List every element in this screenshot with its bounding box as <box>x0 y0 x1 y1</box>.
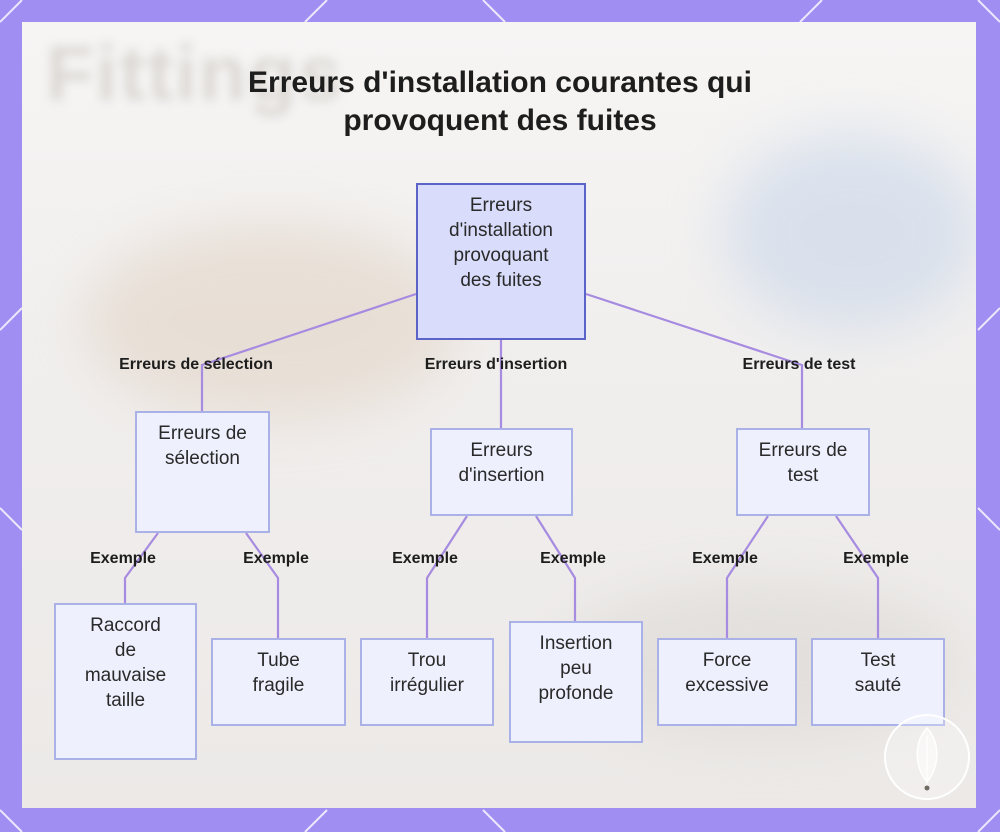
edge-label-example: Exemple <box>392 550 458 567</box>
connector-root-test <box>585 292 804 428</box>
edge-label-example: Exemple <box>843 550 909 567</box>
connector-selection-tube <box>245 532 280 638</box>
diagram-title: Erreurs d'installation courantes qui pro… <box>248 66 752 137</box>
edge-label-insertion: Erreurs d'insertion <box>424 356 568 373</box>
root-node: Erreurs d'installation provoquant des fu… <box>416 183 586 340</box>
connector-test-saute <box>835 515 880 638</box>
node-insertion-peu-profonde: Insertion peu profonde <box>509 621 643 743</box>
edge-label-example: Exemple <box>243 550 309 567</box>
edge-label-example: Exemple <box>90 550 156 567</box>
connector-insertion-trou <box>425 515 468 638</box>
connector-test-force <box>725 515 769 638</box>
connector-selection-raccord <box>123 532 159 603</box>
edge-label-selection: Erreurs de sélection <box>119 356 273 373</box>
connector-insertion-peu <box>535 515 577 621</box>
background-watermark-text: Fittings <box>46 29 344 117</box>
edge-label-example: Exemple <box>540 550 606 567</box>
leaf-logo-icon <box>884 714 970 800</box>
edge-label-test: Erreurs de test <box>742 356 856 373</box>
edge-label-example: Exemple <box>692 550 758 567</box>
connector-root-selection <box>200 292 417 411</box>
